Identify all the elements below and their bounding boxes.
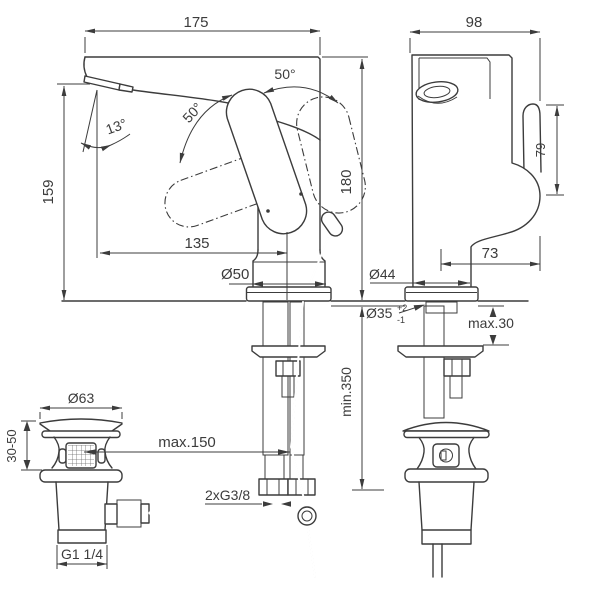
dim-handle-offset: 73 — [440, 236, 541, 271]
dim-overall-height: 180 — [322, 56, 368, 301]
hose-connector — [264, 454, 285, 480]
braided-hose-side — [423, 305, 445, 419]
front-supply-hoses — [251, 301, 326, 496]
side-body — [411, 54, 541, 297]
dim-label-spray-angle: 13° — [104, 115, 129, 137]
mounting-nut-side — [443, 358, 471, 377]
dim-spout-reach: 135 — [99, 232, 288, 300]
waste-flange — [41, 430, 121, 439]
dim-waste-deck-range: 30-50 — [4, 420, 42, 471]
dim-label-handle-offset: 73 — [482, 245, 499, 262]
dim-rod-reach: max.150 — [84, 434, 290, 455]
popup-linkage — [148, 301, 337, 578]
handle-position-left-dashed — [164, 156, 274, 228]
dim-front-width: 175 — [84, 14, 321, 55]
waste-assembly-front — [39, 418, 150, 544]
dim-deck-thickness: max.30 — [468, 307, 514, 346]
dim-label-hole-tol-down: -1 — [397, 315, 405, 325]
dim-supply-threads: 2xG3/8 — [205, 487, 291, 507]
dim-label-supply-threads: 2xG3/8 — [205, 487, 250, 503]
dim-label-side-depth: 98 — [466, 14, 483, 31]
aerator-front — [83, 75, 121, 91]
aerator-side — [415, 81, 459, 103]
dim-label-swivel-right: 50° — [274, 66, 295, 82]
lever-side — [522, 103, 542, 173]
dim-label-swivel-left: 50° — [179, 99, 205, 125]
dim-label-hole-dia: Ø35 — [366, 305, 393, 321]
dim-label-waste-dia: Ø63 — [68, 390, 95, 406]
dim-spout-height: 159 — [40, 83, 90, 301]
handle-front — [225, 88, 308, 235]
dim-label-lever-span: 79 — [533, 143, 548, 157]
dim-label-front-width: 175 — [183, 14, 208, 31]
threaded-stud — [281, 375, 295, 398]
mounting-bracket — [251, 345, 326, 358]
dim-label-overall-height: 180 — [338, 169, 355, 194]
dim-hole-diameter: Ø35 +2 -1 — [366, 303, 425, 325]
dim-label-base-dia: Ø50 — [221, 266, 249, 283]
dim-label-rod-reach: max.150 — [158, 434, 216, 451]
g38-nut — [258, 478, 289, 496]
dim-side-depth: 98 — [409, 14, 541, 101]
handle-dot — [266, 209, 270, 213]
dim-label-deck-thickness: max.30 — [468, 315, 514, 331]
dim-clearance-below: min.350 — [338, 306, 384, 491]
dim-label-waste-thread: G1 1/4 — [61, 546, 103, 562]
dim-label-spout-reach: 135 — [184, 235, 209, 252]
waste-lower-flange — [39, 469, 123, 483]
dim-label-spout-height: 159 — [40, 179, 57, 204]
dim-body-diameter: Ø44 — [369, 266, 470, 286]
dim-base-diameter: Ø50 — [221, 266, 326, 287]
dim-label-body-dia: Ø44 — [369, 266, 396, 282]
waste-tailpiece — [57, 529, 107, 544]
escutcheon-front — [245, 286, 332, 302]
rod-socket — [116, 499, 142, 528]
dim-lever-span: 79 — [533, 104, 564, 196]
escutcheon-side — [404, 286, 479, 302]
side-view — [397, 54, 542, 419]
braided-hose — [262, 301, 289, 456]
dim-waste-diameter: Ø63 — [39, 390, 123, 419]
dim-waste-thread: G1 1/4 — [56, 545, 108, 569]
handle-dot — [299, 192, 303, 196]
mounting-bracket-side — [397, 345, 484, 358]
waste-dome — [402, 421, 490, 432]
dim-label-hole-tol-up: +2 — [397, 303, 407, 313]
dim-label-clearance-below: min.350 — [338, 367, 354, 417]
rod-ball-joint — [297, 506, 317, 526]
popup-rod-knob — [320, 211, 344, 237]
waste-assembly-side — [402, 421, 490, 578]
dim-label-waste-deck-range: 30-50 — [4, 429, 19, 462]
dim-spray-angle: 13° — [80, 89, 131, 258]
